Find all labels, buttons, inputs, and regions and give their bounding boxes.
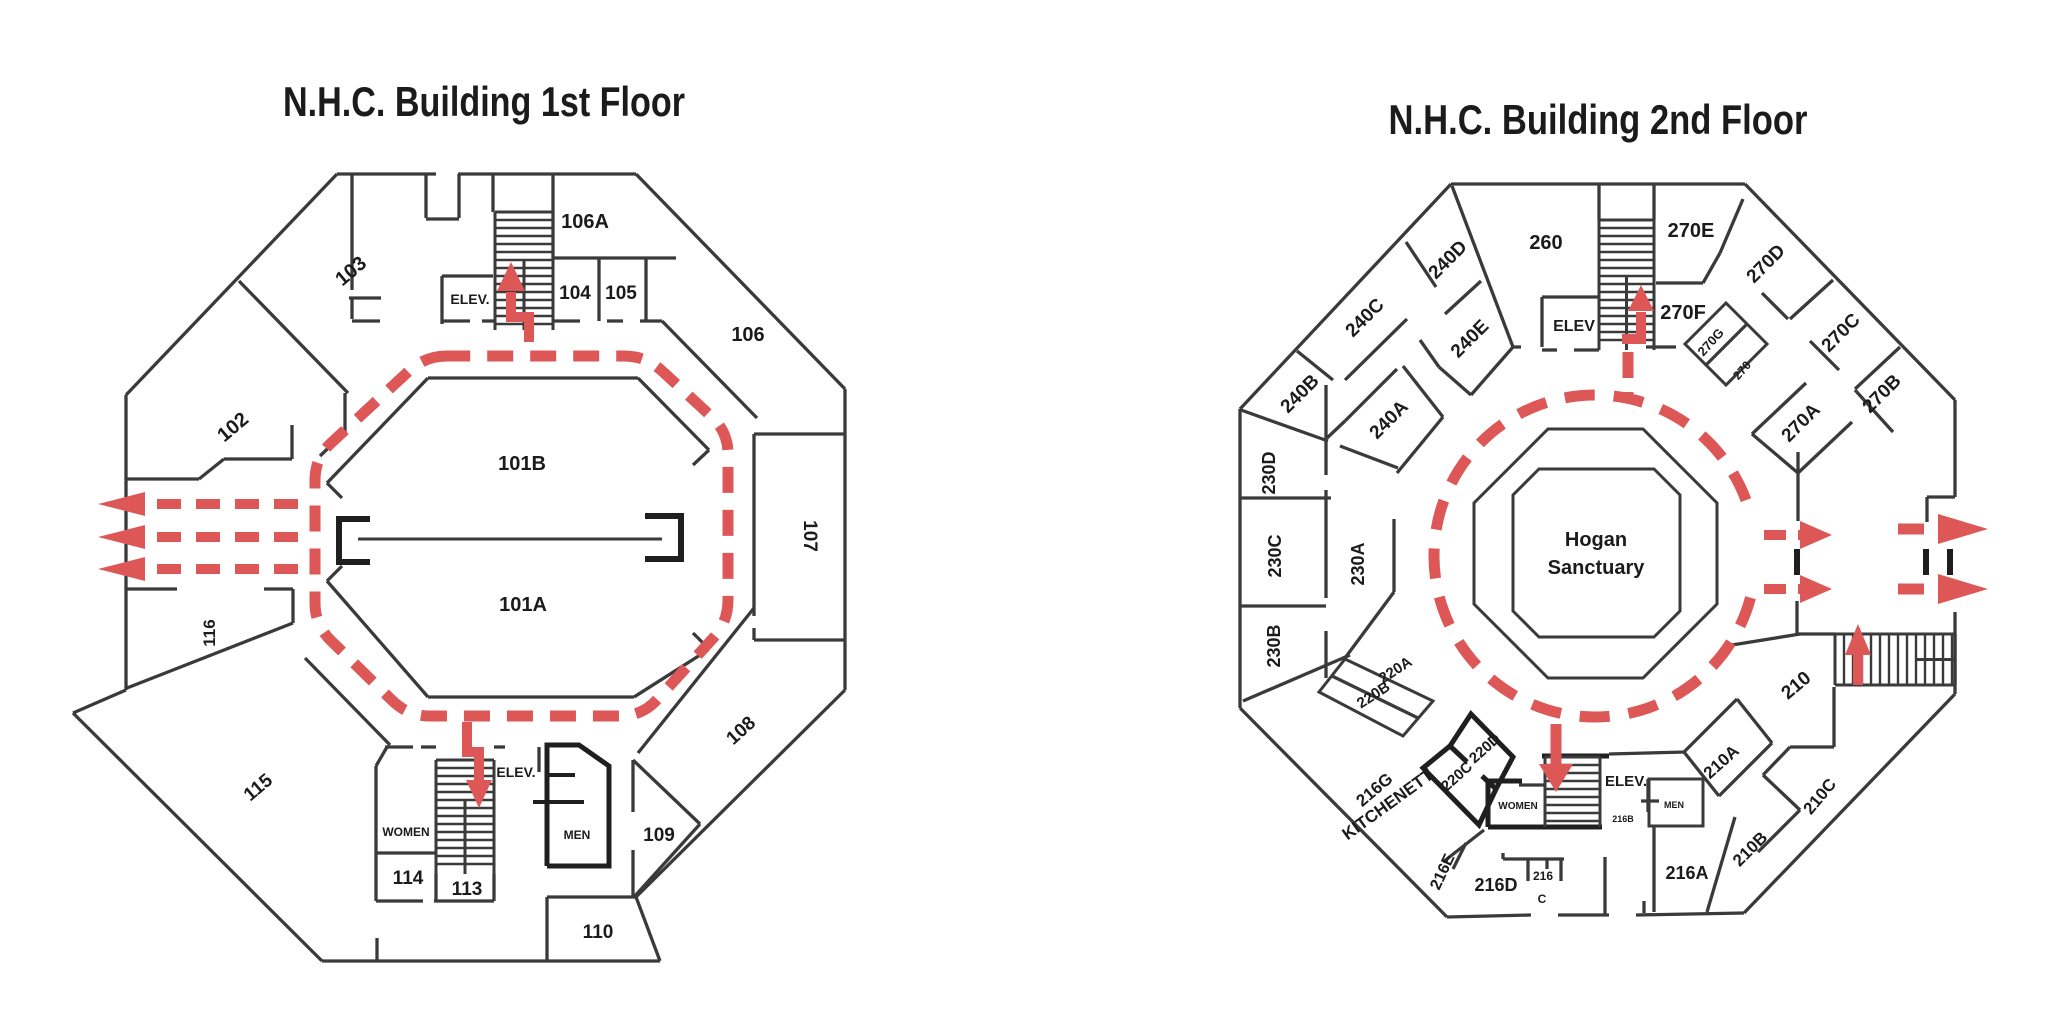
svg-text:216D: 216D xyxy=(1474,875,1517,895)
svg-text:240A: 240A xyxy=(1366,396,1413,443)
svg-text:270C: 270C xyxy=(1818,309,1865,356)
svg-text:230A: 230A xyxy=(1348,542,1368,585)
svg-text:230C: 230C xyxy=(1265,534,1285,577)
svg-text:240B: 240B xyxy=(1277,371,1324,418)
svg-text:216A: 216A xyxy=(1665,863,1708,883)
svg-text:230B: 230B xyxy=(1264,624,1284,667)
svg-text:N.H.C. Building 2nd Floor: N.H.C. Building 2nd Floor xyxy=(1389,96,1808,143)
svg-text:260: 260 xyxy=(1529,232,1562,254)
svg-text:230D: 230D xyxy=(1259,451,1279,494)
svg-text:Sanctuary: Sanctuary xyxy=(1548,557,1646,579)
svg-text:270A: 270A xyxy=(1778,399,1825,446)
svg-text:ELEV: ELEV xyxy=(1553,318,1595,335)
svg-text:216E: 216E xyxy=(1427,851,1458,892)
svg-text:105: 105 xyxy=(605,283,637,304)
svg-text:102: 102 xyxy=(213,408,253,446)
svg-text:101A: 101A xyxy=(499,594,547,616)
svg-text:106A: 106A xyxy=(561,211,609,233)
svg-text:WOMEN: WOMEN xyxy=(1498,801,1537,812)
svg-text:109: 109 xyxy=(643,825,675,846)
svg-text:240E: 240E xyxy=(1447,316,1493,362)
svg-text:114: 114 xyxy=(393,868,424,889)
svg-text:108: 108 xyxy=(723,713,761,750)
svg-text:WOMEN: WOMEN xyxy=(382,825,429,839)
svg-text:210B: 210B xyxy=(1729,828,1771,870)
svg-text:ELEV.: ELEV. xyxy=(496,764,535,780)
svg-text:101B: 101B xyxy=(498,453,546,475)
svg-text:115: 115 xyxy=(240,770,277,806)
svg-text:240D: 240D xyxy=(1425,237,1472,284)
svg-text:MEN: MEN xyxy=(1664,800,1684,810)
svg-text:ELEV.: ELEV. xyxy=(1605,773,1647,790)
svg-text:216: 216 xyxy=(1533,869,1553,883)
svg-text:104: 104 xyxy=(559,283,591,304)
svg-text:270D: 270D xyxy=(1743,241,1790,288)
svg-text:240C: 240C xyxy=(1342,294,1389,341)
svg-text:N.H.C. Building 1st Floor: N.H.C. Building 1st Floor xyxy=(283,78,685,125)
svg-text:270E: 270E xyxy=(1668,220,1715,242)
svg-text:103: 103 xyxy=(331,252,371,290)
svg-text:113: 113 xyxy=(452,879,483,900)
svg-text:Hogan: Hogan xyxy=(1565,529,1627,551)
svg-text:116: 116 xyxy=(200,619,219,646)
svg-text:107: 107 xyxy=(799,520,820,552)
svg-text:220C: 220C xyxy=(1438,758,1476,795)
svg-text:MEN: MEN xyxy=(564,828,591,842)
svg-text:216B: 216B xyxy=(1612,814,1634,824)
svg-text:270F: 270F xyxy=(1660,302,1706,324)
svg-text:C: C xyxy=(1538,892,1547,906)
svg-text:110: 110 xyxy=(583,922,614,943)
svg-text:220D: 220D xyxy=(1466,730,1504,767)
svg-text:ELEV.: ELEV. xyxy=(450,291,489,307)
svg-text:106: 106 xyxy=(731,324,764,346)
svg-text:210C: 210C xyxy=(1799,775,1840,818)
svg-text:210: 210 xyxy=(1778,668,1816,704)
